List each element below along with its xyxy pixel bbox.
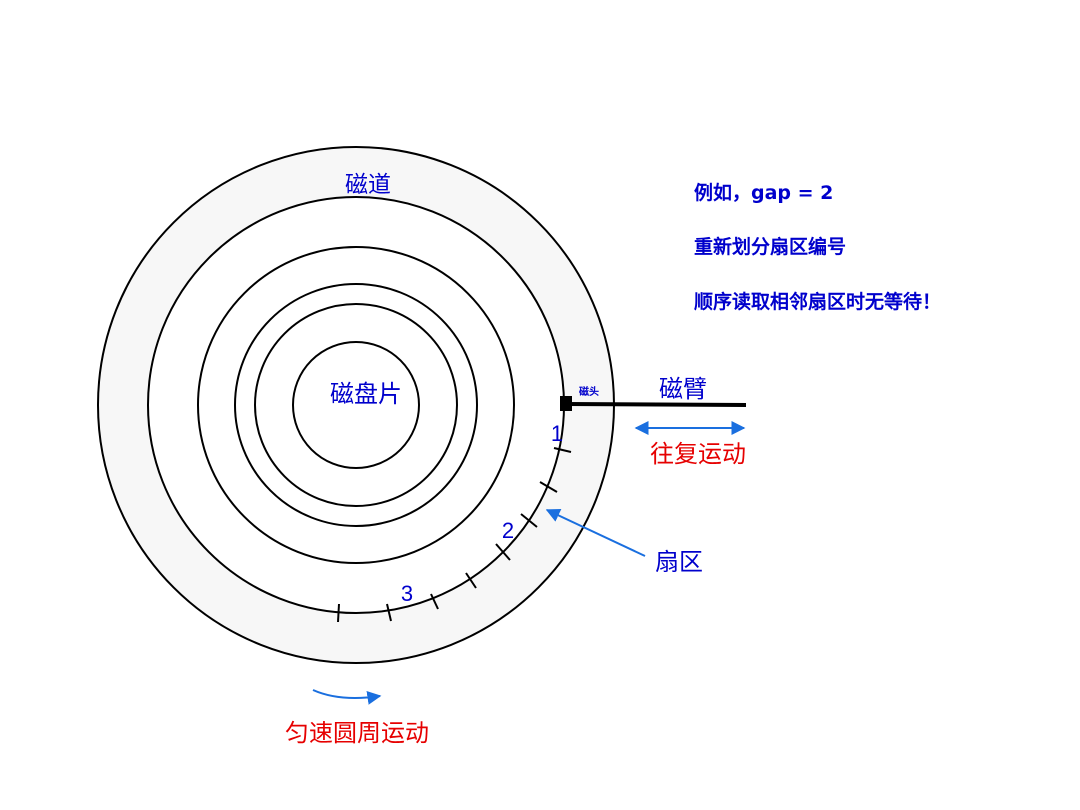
note-renumber-sectors: 重新划分扇区编号 xyxy=(694,236,847,258)
sector-pointer-arrow xyxy=(545,509,646,557)
spindle-ring xyxy=(292,341,420,469)
track-ring-3 xyxy=(234,283,478,527)
track-ring-2 xyxy=(197,246,515,564)
sector-tick xyxy=(539,481,558,493)
note-example-gap: 例如，gap = 2 xyxy=(694,182,834,204)
sector-tick xyxy=(553,447,572,453)
arm-label: 磁臂 xyxy=(659,375,707,403)
sector-label: 扇区 xyxy=(655,548,703,576)
arm-motion-label: 往复运动 xyxy=(650,440,746,468)
head-label: 磁头 xyxy=(579,385,599,398)
track-ring-4 xyxy=(254,303,458,507)
sector-number-3: 3 xyxy=(401,581,413,606)
read-write-head xyxy=(560,396,572,411)
sector-tick xyxy=(520,513,538,528)
sector-tick xyxy=(337,603,340,623)
sector-tick xyxy=(465,572,477,589)
note-sequential-read: 顺序读取相邻扇区时无等待！ xyxy=(694,291,942,313)
sector-number-1: 1 xyxy=(551,421,563,446)
platter-label: 磁盘片 xyxy=(330,380,402,408)
sector-tick xyxy=(495,543,511,561)
track-label: 磁道 xyxy=(345,172,391,198)
sector-tick xyxy=(386,603,392,622)
rotation-label: 匀速圆周运动 xyxy=(285,719,429,747)
sector-number-2: 2 xyxy=(502,518,514,543)
rotation-arrow xyxy=(312,689,382,705)
sector-tick xyxy=(430,593,439,610)
disk-arm xyxy=(565,402,747,407)
